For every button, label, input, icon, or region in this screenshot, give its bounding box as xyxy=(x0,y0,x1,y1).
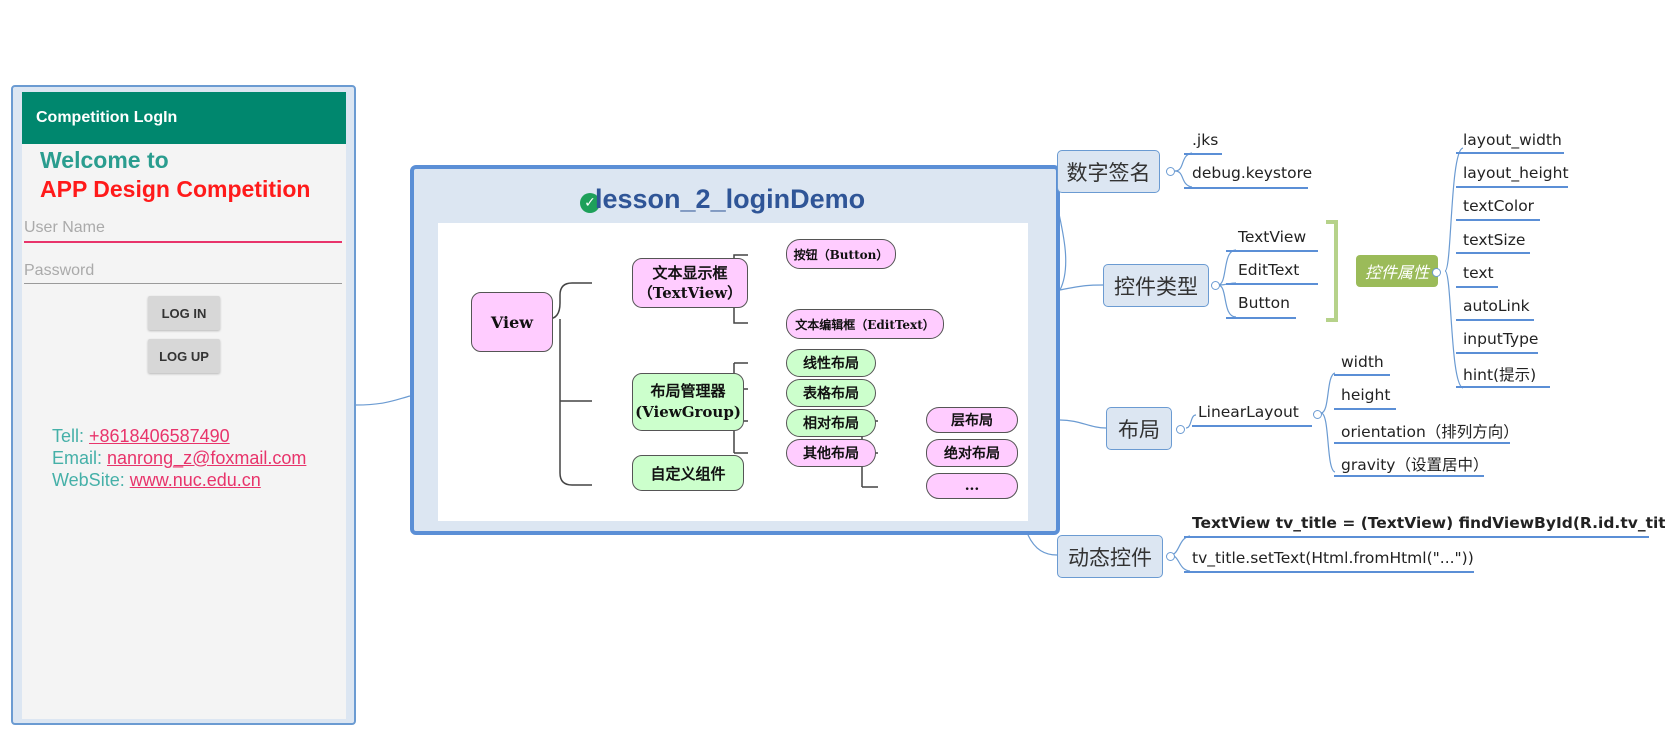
topic-signature[interactable]: 数字签名 xyxy=(1057,150,1160,193)
collapse-dot[interactable] xyxy=(1313,410,1322,419)
leaf-autolink[interactable]: autoLink xyxy=(1463,297,1530,315)
website-label: WebSite: xyxy=(52,470,130,490)
welcome-line-2: APP Design Competition xyxy=(40,176,311,202)
node-view: View xyxy=(471,292,553,352)
leaf-underline xyxy=(1226,283,1318,285)
leaf-underline xyxy=(1184,571,1474,573)
view-hierarchy-image: View 文本显示框 （TextView） 按钮（Button） 文本编辑框（E… xyxy=(438,223,1028,521)
logup-button[interactable]: LOG UP xyxy=(148,339,220,373)
node-custom: 自定义组件 xyxy=(632,455,744,491)
leaf-underline xyxy=(1334,408,1396,410)
leaf-underline xyxy=(1334,374,1390,376)
node-textview: 文本显示框 （TextView） xyxy=(632,258,748,308)
check-circle-icon: ✓ xyxy=(580,193,600,213)
password-input[interactable]: Password xyxy=(24,262,95,279)
leaf-textcolor[interactable]: textColor xyxy=(1463,197,1535,215)
boundary-brace xyxy=(1326,220,1338,322)
leaf-underline xyxy=(1334,442,1510,444)
collapse-dot[interactable] xyxy=(1211,281,1220,290)
leaf-underline xyxy=(1456,219,1540,221)
node-textview-line1: 文本显示框 xyxy=(652,264,728,282)
leaf-underline xyxy=(1456,286,1498,288)
leaf-linearlayout[interactable]: LinearLayout xyxy=(1198,403,1299,421)
node-linear: 线性布局 xyxy=(786,349,876,377)
tel-link[interactable]: +8618406587490 xyxy=(89,426,230,446)
node-edittext: 文本编辑框（EditText） xyxy=(786,309,944,339)
leaf-underline xyxy=(1456,319,1534,321)
node-table: 表格布局 xyxy=(786,379,876,407)
email-label: Email: xyxy=(52,448,108,468)
leaf-edittext[interactable]: EditText xyxy=(1238,261,1300,279)
leaf-underline xyxy=(1184,153,1222,155)
leaf-gravity[interactable]: gravity（设置居中） xyxy=(1341,456,1489,474)
leaf-height[interactable]: height xyxy=(1341,386,1391,404)
leaf-underline xyxy=(1456,252,1530,254)
topic-properties[interactable]: 控件属性 xyxy=(1356,255,1438,287)
password-underline xyxy=(24,283,342,284)
leaf-orientation[interactable]: orientation（排列方向） xyxy=(1341,423,1519,441)
leaf-layout-height[interactable]: layout_height xyxy=(1463,164,1569,182)
leaf-underline xyxy=(1192,425,1312,427)
website-link[interactable]: www.nuc.edu.cn xyxy=(129,470,261,490)
node-textview-line2: （TextView） xyxy=(637,284,743,302)
login-button[interactable]: LOG IN xyxy=(148,296,220,330)
leaf-textview[interactable]: TextView xyxy=(1238,228,1307,246)
leaf-underline xyxy=(1456,352,1538,354)
node-absolute: 绝对布局 xyxy=(926,439,1018,467)
node-viewgroup: 布局管理器 (ViewGroup) xyxy=(632,373,744,431)
leaf-underline xyxy=(1184,187,1308,189)
leaf-width[interactable]: width xyxy=(1341,353,1384,371)
leaf-jks[interactable]: .jks xyxy=(1192,131,1219,149)
email-row: Email: nanrong_z@foxmail.com xyxy=(52,448,306,469)
leaf-layout-width[interactable]: layout_width xyxy=(1463,131,1562,149)
leaf-underline xyxy=(1456,386,1550,388)
tel-label: Tell: xyxy=(52,426,90,446)
phone-screen xyxy=(22,92,346,719)
node-other: 其他布局 xyxy=(786,439,876,467)
leaf-settext[interactable]: tv_title.setText(Html.fromHtml("...")) xyxy=(1192,549,1474,567)
leaf-underline xyxy=(1226,250,1318,252)
topic-controls[interactable]: 控件类型 xyxy=(1103,264,1209,307)
collapse-dot[interactable] xyxy=(1166,167,1175,176)
app-bar xyxy=(22,92,346,144)
topic-layout[interactable]: 布局 xyxy=(1106,407,1172,450)
leaf-hint[interactable]: hint(提示) xyxy=(1463,366,1537,384)
leaf-button[interactable]: Button xyxy=(1238,294,1290,312)
leaf-underline xyxy=(1456,152,1564,154)
node-relative: 相对布局 xyxy=(786,409,876,437)
welcome-line-1: Welcome to xyxy=(40,147,169,173)
leaf-debug-keystore[interactable]: debug.keystore xyxy=(1192,164,1313,182)
email-link[interactable]: nanrong_z@foxmail.com xyxy=(107,448,307,468)
website-row: WebSite: www.nuc.edu.cn xyxy=(52,470,261,491)
tel-row: Tell: +8618406587490 xyxy=(52,426,230,447)
username-input[interactable]: User Name xyxy=(24,219,105,236)
node-frame: 层布局 xyxy=(926,407,1018,433)
node-button: 按钮（Button） xyxy=(786,239,896,269)
username-underline xyxy=(24,241,342,243)
node-more: ... xyxy=(926,473,1018,499)
leaf-underline xyxy=(1226,317,1296,319)
collapse-dot[interactable] xyxy=(1432,268,1441,277)
leaf-underline xyxy=(1184,536,1649,538)
collapse-dot[interactable] xyxy=(1166,552,1175,561)
leaf-underline xyxy=(1456,186,1568,188)
leaf-findviewbyid[interactable]: TextView tv_title = (TextView) findViewB… xyxy=(1192,514,1665,532)
node-viewgroup-line2: (ViewGroup) xyxy=(635,403,741,421)
central-topic-title: lesson_2_loginDemo xyxy=(595,184,866,214)
leaf-text[interactable]: text xyxy=(1463,264,1494,282)
leaf-underline xyxy=(1334,475,1484,477)
leaf-textsize[interactable]: textSize xyxy=(1463,231,1526,249)
leaf-inputtype[interactable]: inputType xyxy=(1463,330,1539,348)
node-viewgroup-line1: 布局管理器 xyxy=(650,382,726,400)
collapse-dot[interactable] xyxy=(1176,425,1185,434)
app-title: Competition LogIn xyxy=(36,109,178,126)
topic-dynamic[interactable]: 动态控件 xyxy=(1057,535,1163,578)
